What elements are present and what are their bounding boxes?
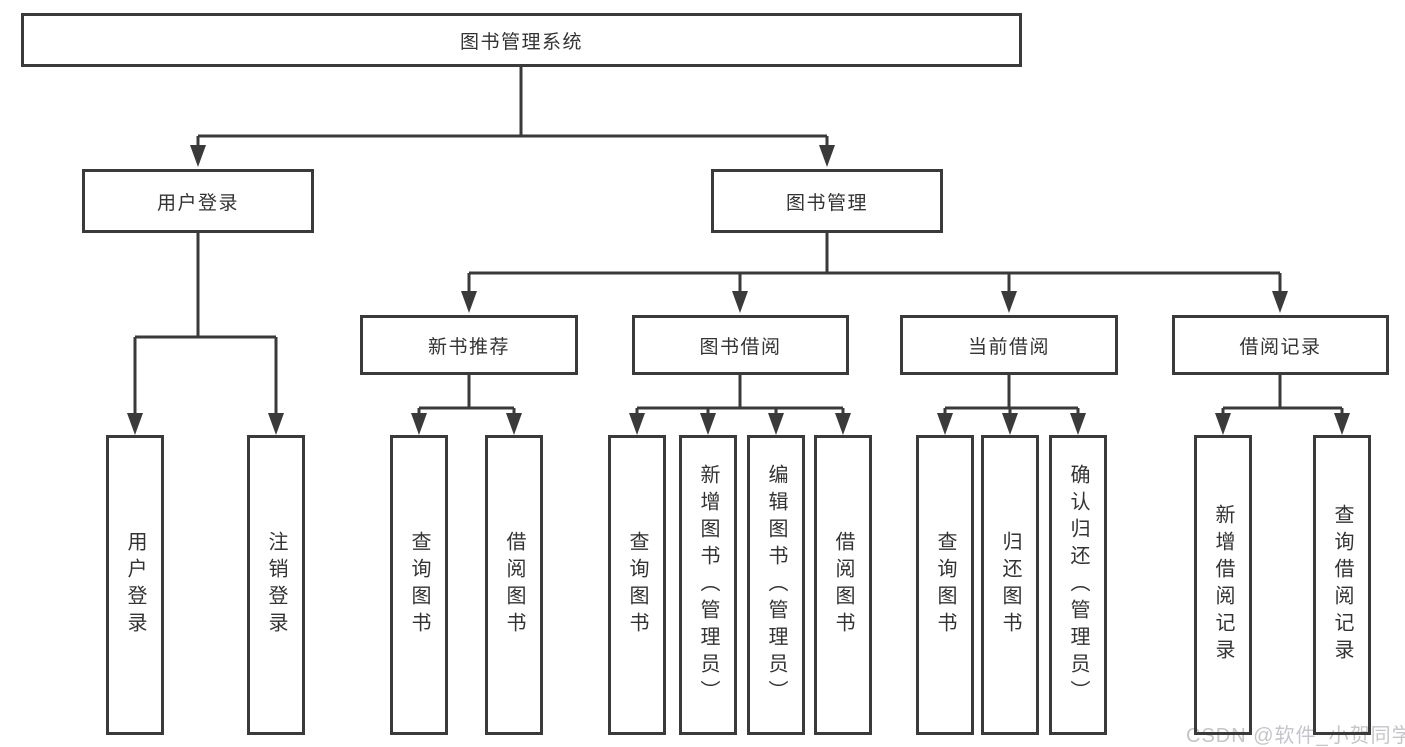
leaf-borrow-query-books: 查询图书 [608,435,666,735]
leaf-recommend-borrow-books: 借阅图书 [485,435,543,735]
node-system-root: 图书管理系统 [21,13,1022,67]
leaf-current-query-books: 查询图书 [916,435,974,735]
leaf-borrow-edit-books-admin: 编辑图书（管理员） [747,435,805,735]
connector-path [133,67,1344,416]
leaf-user-login: 用户登录 [106,435,164,735]
watermark: CSDN @软件_小贺同学 [1186,725,1405,747]
node-new-book-recommend: 新书推荐 [360,315,578,375]
leaf-borrow-add-books-admin: 新增图书（管理员） [679,435,737,735]
node-current-borrow: 当前借阅 [900,315,1118,375]
leaf-logout: 注销登录 [247,435,305,735]
leaf-borrow-borrow-books: 借阅图书 [814,435,872,735]
node-book-management: 图书管理 [711,169,943,233]
node-user-login: 用户登录 [82,169,314,233]
leaf-current-confirm-return-admin: 确认归还（管理员） [1049,435,1107,735]
node-borrow-records: 借阅记录 [1172,315,1389,375]
leaf-recommend-query-books: 查询图书 [390,435,448,735]
leaf-records-add-record: 新增借阅记录 [1194,435,1252,735]
arrowheads [127,145,1350,435]
leaf-records-query-record: 查询借阅记录 [1313,435,1371,735]
node-book-borrow: 图书借阅 [632,315,849,375]
leaf-current-return-books: 归还图书 [981,435,1039,735]
